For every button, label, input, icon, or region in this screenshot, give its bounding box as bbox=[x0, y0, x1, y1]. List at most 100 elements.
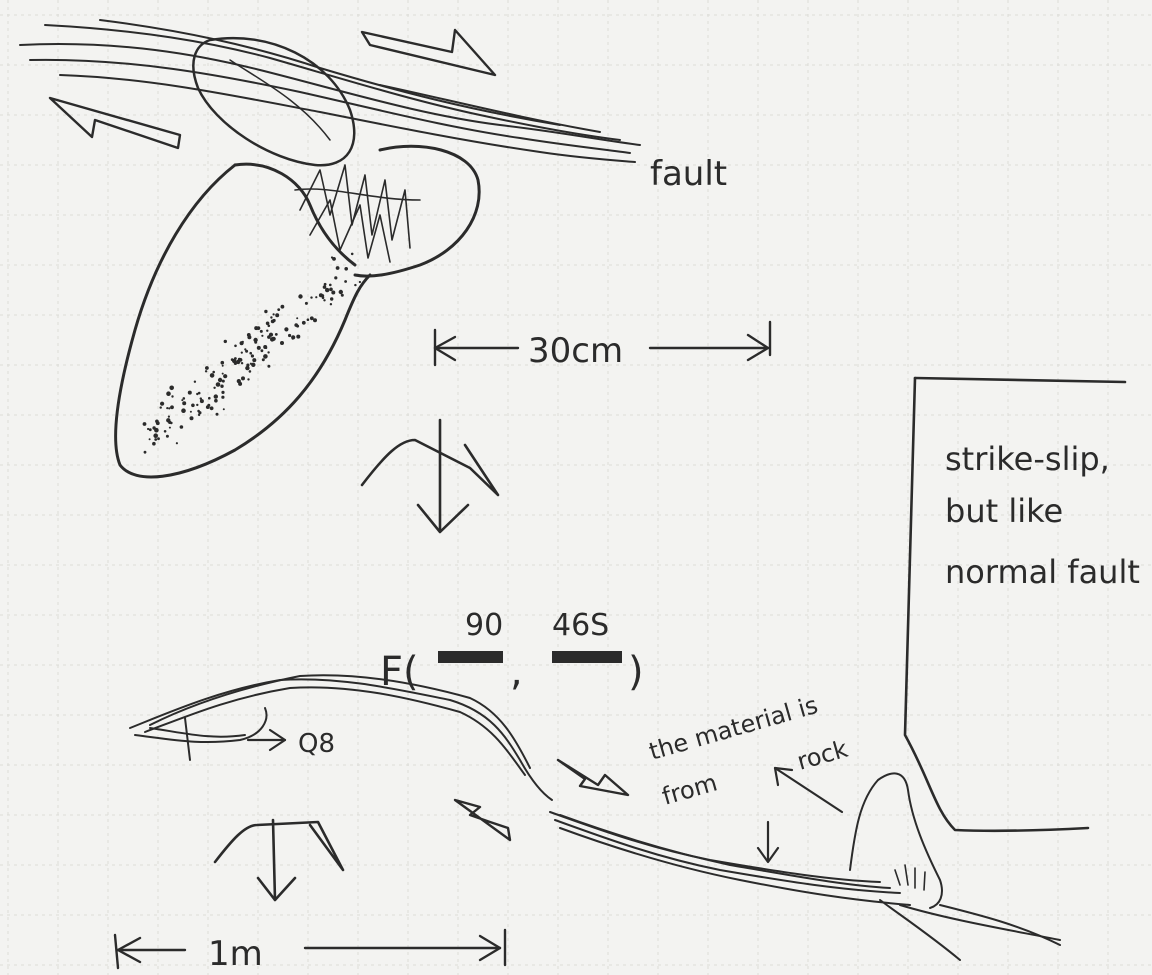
stipple-dot bbox=[156, 421, 160, 425]
stipple-dot bbox=[222, 373, 224, 375]
stipple-dot bbox=[149, 438, 151, 440]
stipple-dot bbox=[249, 370, 252, 373]
stipple-dot bbox=[171, 395, 173, 397]
shear-arrow-left-bottom bbox=[455, 800, 510, 840]
stipple-dot bbox=[216, 382, 221, 387]
stipple-dot bbox=[188, 391, 192, 395]
stipple-dot bbox=[323, 299, 325, 301]
stipple-dot bbox=[244, 348, 246, 350]
stipple-dot bbox=[241, 362, 243, 364]
stipple-dot bbox=[307, 318, 310, 321]
stipple-dot bbox=[208, 397, 211, 400]
stipple-dot bbox=[341, 294, 344, 297]
stipple-dot bbox=[254, 326, 258, 330]
stipple-dot bbox=[270, 316, 272, 318]
stipple-dot bbox=[253, 338, 257, 342]
stipple-dot bbox=[166, 418, 170, 422]
top-lens-block bbox=[193, 38, 354, 165]
stipple-dot bbox=[267, 365, 270, 368]
scale-label-30cm: 30cm bbox=[528, 331, 623, 371]
stipple-dot bbox=[238, 382, 242, 386]
stipple-dot bbox=[169, 427, 171, 429]
stipple-dot bbox=[305, 302, 308, 305]
material-line-3: rock bbox=[794, 735, 851, 776]
stipple-dot bbox=[331, 291, 335, 295]
bottom-gouge-marks bbox=[895, 865, 925, 890]
stipple-dot bbox=[247, 335, 251, 339]
fault-attitude-suffix: ) bbox=[628, 649, 644, 695]
stipple-dot bbox=[267, 335, 271, 339]
stipple-dot bbox=[263, 354, 268, 359]
fault-label: fault bbox=[650, 154, 727, 194]
stipple-dot bbox=[325, 288, 329, 292]
stipple-dot bbox=[298, 294, 302, 298]
stipple-dot bbox=[284, 327, 288, 331]
shear-arrow-right-top bbox=[362, 30, 495, 75]
stipple-dot bbox=[296, 317, 298, 319]
stipple-dot bbox=[264, 310, 267, 313]
orientation-symbol-bottom bbox=[215, 820, 343, 900]
stipple-dot bbox=[261, 349, 264, 352]
stipple-dot bbox=[220, 385, 223, 388]
stipple-dot bbox=[170, 405, 174, 409]
stipple-dot bbox=[154, 438, 157, 441]
stipple-dot bbox=[275, 313, 279, 317]
stipple-dot bbox=[334, 276, 337, 279]
stipple-dot bbox=[354, 284, 356, 286]
scale-bar-1m bbox=[115, 930, 505, 968]
stipple-dot bbox=[245, 366, 249, 370]
stipple-dot bbox=[339, 290, 343, 294]
stipple-dot bbox=[143, 422, 147, 426]
stipple-dot bbox=[180, 425, 184, 429]
stipple-dot bbox=[257, 346, 261, 350]
stipple-dot bbox=[359, 281, 361, 283]
stipple-dot bbox=[214, 394, 218, 398]
stipple-dot bbox=[223, 374, 227, 378]
stipple-dot bbox=[241, 376, 245, 380]
stipple-dot bbox=[315, 296, 317, 298]
stipple-dot bbox=[190, 416, 194, 420]
stipple-dot bbox=[160, 402, 164, 406]
stipple-dot bbox=[152, 426, 155, 429]
stipple-dot bbox=[273, 313, 275, 315]
stipple-dot bbox=[330, 303, 332, 305]
q8-pointer bbox=[248, 730, 285, 750]
stipple-dot bbox=[166, 391, 171, 396]
note-line-3: normal fault bbox=[945, 553, 1140, 591]
strikeout-1 bbox=[438, 651, 503, 663]
stipple-dot bbox=[262, 358, 265, 361]
stipple-dot bbox=[240, 341, 244, 345]
stipple-dot bbox=[281, 305, 285, 309]
stipple-dot bbox=[205, 366, 209, 370]
stipple-dot bbox=[152, 442, 156, 446]
stipple-dot bbox=[296, 335, 300, 339]
stipple-dot bbox=[169, 386, 174, 391]
stipple-dot bbox=[249, 352, 252, 355]
stipple-dot bbox=[329, 284, 332, 287]
stipple-dot bbox=[166, 435, 169, 438]
fault-attitude-separator: , bbox=[510, 649, 523, 695]
stipple-dot bbox=[323, 285, 327, 289]
stipple-dot bbox=[344, 280, 347, 283]
stipple-dot bbox=[149, 428, 152, 431]
stipple-dot bbox=[222, 365, 224, 367]
stipple-dot bbox=[292, 337, 294, 339]
stipple-dot bbox=[331, 256, 333, 258]
stipple-dot bbox=[351, 253, 354, 256]
stipple-dot bbox=[288, 334, 291, 337]
fault-dip: 46S bbox=[552, 608, 609, 643]
stipple-dot bbox=[181, 399, 183, 401]
stipple-dot bbox=[313, 318, 317, 322]
shear-arrow-left-top bbox=[50, 98, 180, 148]
stipple-dot bbox=[261, 335, 263, 337]
stipple-dot bbox=[221, 396, 224, 399]
stipple-dot bbox=[198, 414, 200, 416]
stipple-dot bbox=[310, 296, 312, 298]
stipple-dot bbox=[270, 337, 274, 341]
stipple-dot bbox=[266, 330, 268, 332]
stipple-dot bbox=[168, 407, 170, 409]
stipple-dot bbox=[182, 401, 186, 405]
stipple-dot bbox=[260, 330, 263, 333]
stipple-dot bbox=[166, 407, 168, 409]
